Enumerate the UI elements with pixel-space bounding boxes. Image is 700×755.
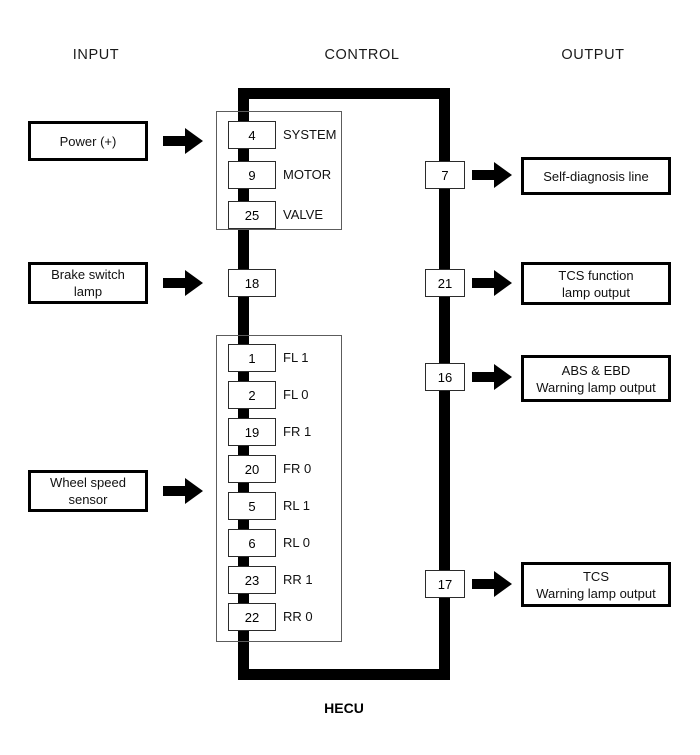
pin-box-2[interactable]: 2 xyxy=(228,381,276,409)
pin-label-rl1: RL 1 xyxy=(283,498,310,513)
input-box-wheel-line1: Wheel speed xyxy=(50,475,126,490)
bus-bottom-horizontal xyxy=(238,669,450,680)
pin-box-19[interactable]: 19 xyxy=(228,418,276,446)
diagram-caption-hecu: HECU xyxy=(324,700,364,716)
pin-box-16[interactable]: 16 xyxy=(425,363,465,391)
arrow-right-icon-self-diagnosis xyxy=(472,162,512,188)
pin-label-fl1: FL 1 xyxy=(283,350,309,365)
pin-label-rl0: RL 0 xyxy=(283,535,310,550)
pin-box-17[interactable]: 17 xyxy=(425,570,465,598)
pin-label-motor: MOTOR xyxy=(283,167,332,182)
input-box-brake-switch-lamp[interactable]: Brake switch lamp xyxy=(28,262,148,304)
input-box-power-line1: Power (+) xyxy=(59,133,117,149)
arrow-right-icon-tcs-function xyxy=(472,270,512,296)
output-abs-ebd-line2: Warning lamp output xyxy=(536,379,656,395)
bus-top-horizontal xyxy=(238,88,450,99)
pin-label-fl0: FL 0 xyxy=(283,387,309,402)
column-header-control: CONTROL xyxy=(324,47,400,63)
pin-label-rr1: RR 1 xyxy=(283,572,313,587)
column-header-input: INPUT xyxy=(72,47,120,63)
pin-box-5[interactable]: 5 xyxy=(228,492,276,520)
output-box-tcs-function-lamp[interactable]: TCS function lamp output xyxy=(521,262,671,305)
pin-box-23[interactable]: 23 xyxy=(228,566,276,594)
input-box-brake-line1: Brake switch xyxy=(51,267,125,282)
pin-box-7[interactable]: 7 xyxy=(425,161,465,189)
arrow-right-icon-wheel xyxy=(163,478,203,504)
control-group-power xyxy=(216,111,342,230)
input-box-power[interactable]: Power (+) xyxy=(28,121,148,161)
input-box-brake-line2: lamp xyxy=(73,284,103,299)
pin-box-21[interactable]: 21 xyxy=(425,269,465,297)
pin-label-system: SYSTEM xyxy=(283,127,337,142)
pin-label-rr0: RR 0 xyxy=(283,609,313,624)
pin-box-25[interactable]: 25 xyxy=(228,201,276,229)
output-self-diagnosis-line1: Self-diagnosis line xyxy=(543,168,649,184)
output-tcs-function-line2: lamp output xyxy=(562,284,630,300)
output-tcs-warning-line2: Warning lamp output xyxy=(536,585,656,601)
output-abs-ebd-line1: ABS & EBD xyxy=(561,362,631,378)
arrow-right-icon-power xyxy=(163,128,203,154)
arrow-right-icon-brake xyxy=(163,270,203,296)
pin-label-fr0: FR 0 xyxy=(283,461,312,476)
column-header-output: OUTPUT xyxy=(561,47,625,63)
pin-label-valve: VALVE xyxy=(283,207,323,222)
output-tcs-warning-line1: TCS xyxy=(582,568,609,584)
input-box-wheel-speed-sensor[interactable]: Wheel speed sensor xyxy=(28,470,148,512)
pin-box-18[interactable]: 18 xyxy=(228,269,276,297)
pin-box-20[interactable]: 20 xyxy=(228,455,276,483)
input-box-wheel-line2: sensor xyxy=(68,492,108,507)
arrow-right-icon-abs-ebd xyxy=(472,364,512,390)
output-box-self-diagnosis-line[interactable]: Self-diagnosis line xyxy=(521,157,671,195)
pin-box-22[interactable]: 22 xyxy=(228,603,276,631)
output-box-abs-ebd-warning[interactable]: ABS & EBD Warning lamp output xyxy=(521,355,671,402)
pin-box-6[interactable]: 6 xyxy=(228,529,276,557)
output-box-tcs-warning-lamp[interactable]: TCS Warning lamp output xyxy=(521,562,671,607)
control-group-wheel-speed xyxy=(216,335,342,642)
pin-box-4[interactable]: 4 xyxy=(228,121,276,149)
pin-box-9[interactable]: 9 xyxy=(228,161,276,189)
arrow-right-icon-tcs-warning xyxy=(472,571,512,597)
pin-label-fr1: FR 1 xyxy=(283,424,312,439)
output-tcs-function-line1: TCS function xyxy=(558,267,634,283)
pin-box-1[interactable]: 1 xyxy=(228,344,276,372)
